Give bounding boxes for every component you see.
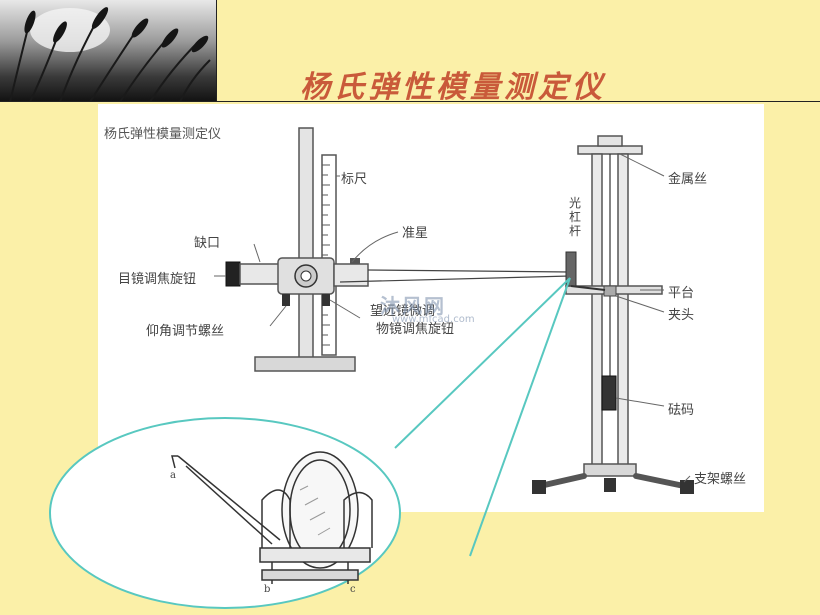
- slide-title: 杨氏弹性模量测定仪: [300, 70, 606, 105]
- label-front-sight: 准星: [402, 226, 429, 241]
- label-stand-screw: 支架螺丝: [694, 472, 747, 487]
- label-clamp: 夹头: [668, 308, 695, 323]
- label-platform: 平台: [668, 286, 695, 301]
- label-objective-focus: 物镜调焦旋钮: [376, 322, 455, 337]
- label-point-c: c: [350, 584, 356, 595]
- wheat-photo: [0, 0, 216, 102]
- wire-frame: [532, 135, 694, 494]
- label-optical-lever: 光杠杆: [568, 196, 581, 238]
- callout-lines: [394, 277, 571, 557]
- optical-lever: [565, 251, 606, 291]
- header-divider-horizontal: [0, 101, 820, 102]
- label-point-a: a: [170, 470, 176, 481]
- telescope-stand: [254, 127, 356, 372]
- leader-lines: [214, 153, 691, 483]
- watermark-url: www.mfcad.com: [392, 314, 475, 325]
- sight-line-lower: [339, 275, 571, 283]
- watermark: 沐风网: [380, 294, 446, 318]
- label-notch: 缺口: [194, 236, 221, 251]
- label-tilt-screw: 仰角调节螺丝: [146, 324, 225, 339]
- sight-line: [367, 269, 571, 273]
- mirror-detail: [171, 451, 373, 584]
- telescope: [225, 257, 369, 306]
- header-divider-vertical: [216, 0, 217, 102]
- label-micro-adjust: 望远镜微调: [370, 304, 436, 319]
- label-wire: 金属丝: [668, 172, 708, 187]
- label-weight: 砝码: [668, 403, 695, 418]
- scale-ruler: [321, 154, 337, 356]
- label-point-b: b: [264, 584, 271, 595]
- label-eyepiece-focus: 目镜调焦旋钮: [118, 272, 197, 287]
- panel-title: 杨氏弹性模量测定仪: [104, 127, 222, 142]
- label-scale: 标尺: [341, 172, 368, 187]
